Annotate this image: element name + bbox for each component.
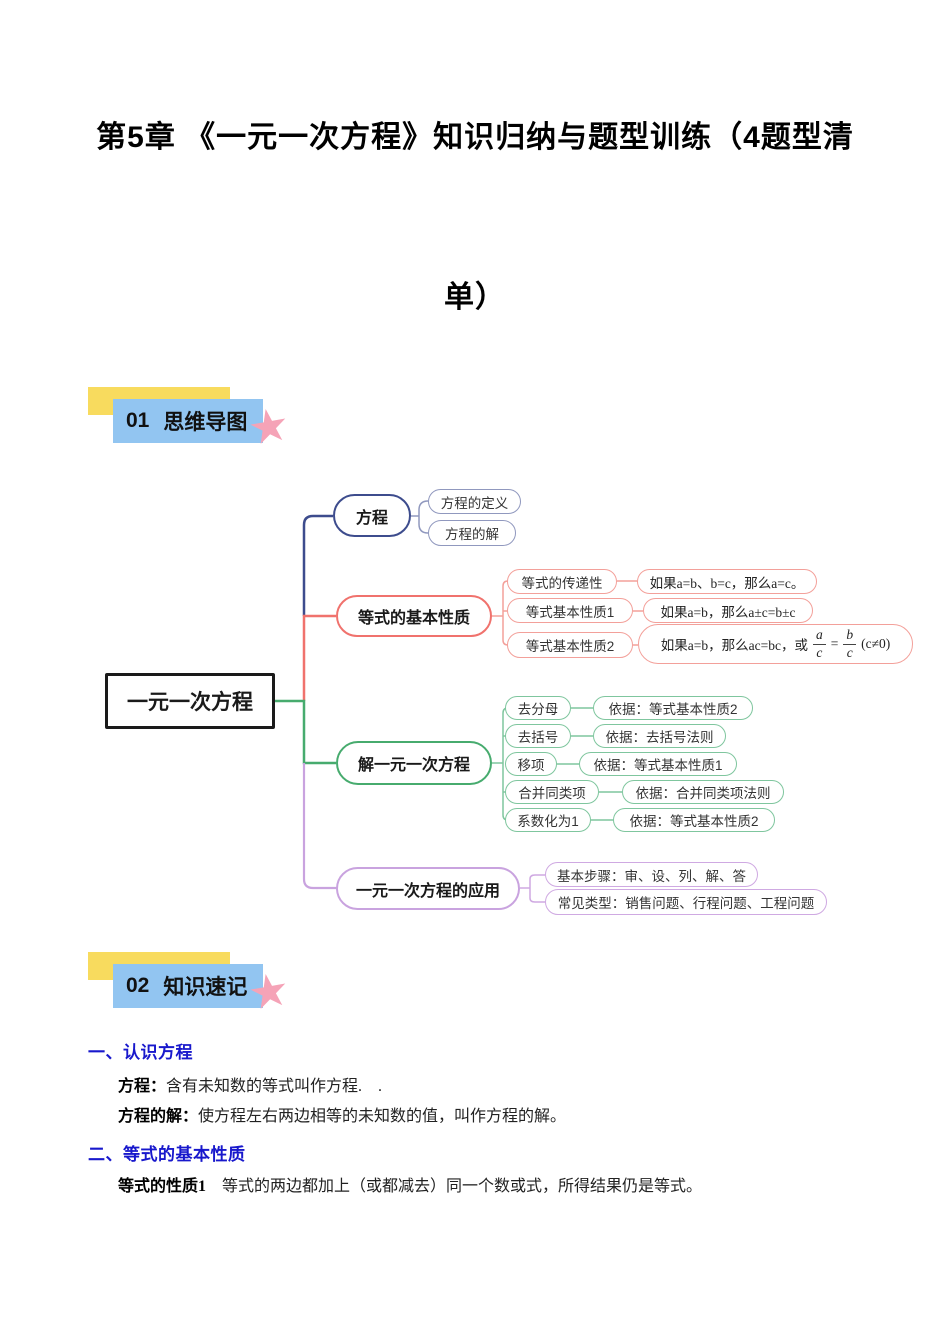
leaf-property1: 等式基本性质1 [507, 598, 633, 623]
note-equation-solution: 方程的解：使方程左右两边相等的未知数的值，叫作方程的解。 [118, 1102, 566, 1126]
section-label: 思维导图 [163, 411, 248, 434]
formula-property2-prefix: 如果a=b，那么ac=bc，或 [660, 638, 808, 653]
leaf-remove-brackets: 去括号 [505, 724, 571, 748]
basis-clear-denominators: 依据：等式基本性质2 [593, 696, 753, 720]
leaf-coefficient-to-one: 系数化为1 [505, 808, 591, 832]
branch-node-equation: 方程 [333, 494, 411, 537]
leaf-move-terms: 移项 [505, 752, 557, 776]
basis-combine-like-terms: 依据：合并同类项法则 [622, 780, 784, 804]
page-title-line2: 单） [444, 281, 506, 314]
page-title-line1: 第5章 《一元一次方程》知识归纳与题型训练（4题型清 [96, 121, 854, 154]
leaf-transitivity: 等式的传递性 [507, 569, 617, 594]
leaf-clear-denominators: 去分母 [505, 696, 571, 720]
branch-node-applications: 一元一次方程的应用 [336, 867, 520, 910]
notes-heading-1: 一、认识方程 [88, 1043, 193, 1062]
branch-node-equality-properties: 等式的基本性质 [336, 595, 492, 637]
note-lead: 方程： [118, 1078, 167, 1095]
banner-blue-block: 02 知识速记 [113, 964, 263, 1008]
leaf-common-types: 常见类型：销售问题、行程问题、工程问题 [545, 889, 827, 915]
leaf-basic-steps: 基本步骤：审、设、列、解、答 [545, 862, 758, 887]
basis-coefficient-to-one: 依据：等式基本性质2 [613, 808, 775, 832]
basis-move-terms: 依据：等式基本性质1 [579, 752, 737, 776]
section-banner-mindmap: 01 思维导图 ★ [88, 387, 408, 467]
branch-node-solving: 解一元一次方程 [336, 741, 492, 785]
note-equality-property-1: 等式的性质1 等式的两边都加上（或都减去）同一个数或式，所得结果仍是等式。 [118, 1172, 702, 1196]
section-banner-notes: 02 知识速记 ★ [88, 952, 408, 1032]
section-label: 知识速记 [163, 976, 248, 999]
fraction-b-over-c: b c [843, 628, 857, 659]
formula-property2-equals: = [830, 636, 839, 651]
leaf-property2: 等式基本性质2 [507, 632, 633, 658]
note-lead: 等式的性质1 [118, 1178, 207, 1195]
leaf-equation-definition: 方程的定义 [428, 489, 521, 514]
mindmap-root-node: 一元一次方程 [105, 673, 275, 729]
note-text: 含有未知数的等式叫作方程. . [166, 1078, 383, 1095]
note-text: 等式的两边都加上（或都减去）同一个数或式，所得结果仍是等式。 [206, 1178, 703, 1195]
fraction-a-over-c: a c [812, 628, 826, 659]
formula-property2: 如果a=b，那么ac=bc，或 a c = b c (c≠0) [638, 624, 913, 664]
formula-property2-suffix: (c≠0) [861, 636, 891, 651]
leaf-combine-like-terms: 合并同类项 [505, 780, 599, 804]
basis-remove-brackets: 依据：去括号法则 [593, 724, 726, 748]
leaf-equation-solution: 方程的解 [428, 520, 516, 546]
note-equation-definition: 方程：含有未知数的等式叫作方程. . [118, 1072, 382, 1096]
section-number: 01 [126, 409, 150, 432]
notes-heading-2: 二、等式的基本性质 [88, 1145, 246, 1164]
formula-transitivity: 如果a=b、b=c，那么a=c。 [637, 569, 817, 594]
star-icon: ★ [243, 961, 294, 1021]
section-number: 02 [126, 974, 150, 997]
note-lead: 方程的解： [118, 1108, 199, 1125]
banner-blue-block: 01 思维导图 [113, 399, 263, 443]
note-text: 使方程左右两边相等的未知数的值，叫作方程的解。 [198, 1108, 567, 1125]
formula-property1: 如果a=b，那么a±c=b±c [643, 598, 813, 623]
